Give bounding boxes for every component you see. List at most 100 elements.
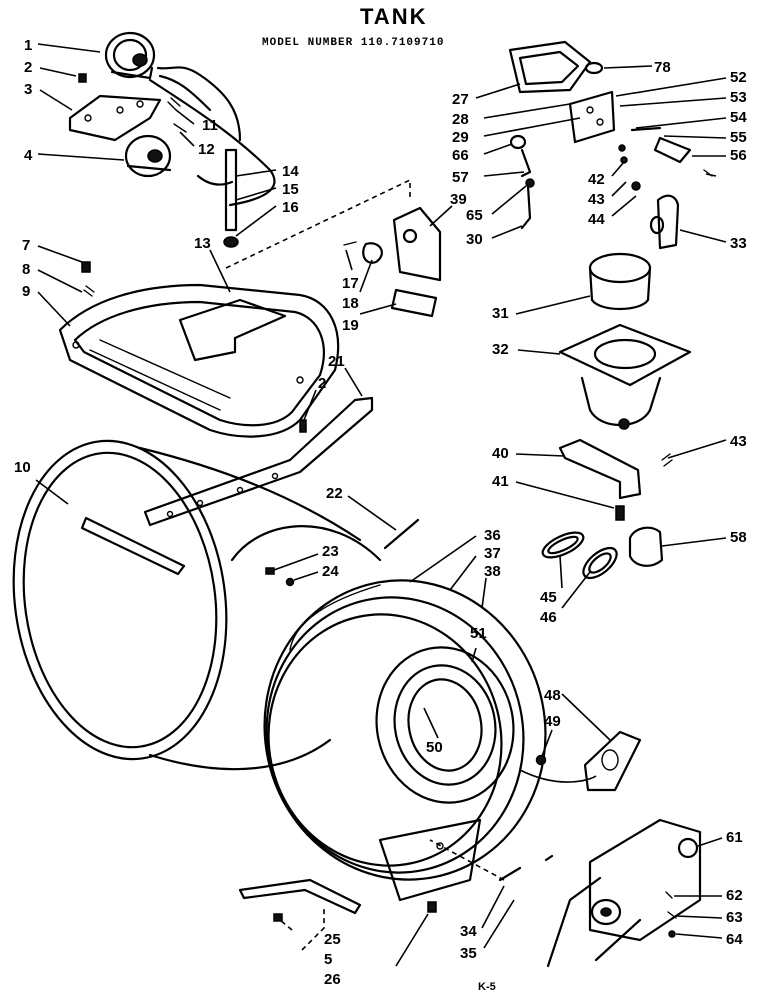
- callout-40: 40: [492, 445, 509, 462]
- diagram-title: TANK: [360, 4, 427, 29]
- callout-16: 16: [282, 199, 299, 216]
- callout-45: 45: [540, 589, 557, 606]
- callout-26: 26: [324, 971, 341, 988]
- callout-62: 62: [726, 887, 743, 904]
- part-nut-49: [535, 754, 547, 766]
- page-footer: K-5: [478, 981, 496, 993]
- part-valve-bracket: [343, 206, 442, 318]
- callout-57: 57: [452, 169, 469, 186]
- part-clip-11: [167, 97, 181, 111]
- part-clip-8: [83, 285, 95, 297]
- callout-2: 2: [24, 59, 32, 76]
- callout-36: 36: [484, 527, 501, 544]
- part-hose: [196, 148, 239, 248]
- callout-28: 28: [452, 111, 469, 128]
- part-gaskets: [541, 531, 618, 580]
- part-screw-26: [427, 901, 437, 913]
- part-screw-5: [273, 913, 283, 922]
- callout-27: 27: [452, 91, 469, 108]
- part-drain-pump: [546, 818, 702, 968]
- callout-10: 10: [14, 459, 31, 476]
- part-nut-23: [265, 567, 275, 575]
- part-washer-24: [285, 577, 295, 587]
- callout-4: 4: [24, 147, 33, 164]
- callout-8: 8: [22, 261, 30, 278]
- part-inner-basket: [263, 579, 547, 902]
- callout-17: 17: [342, 275, 359, 292]
- callout-9: 9: [22, 283, 30, 300]
- callout-65: 65: [466, 207, 483, 224]
- callout-labels: 1 2 3 4 11 12 14 15 16 13 7 8 9 10 17 18…: [14, 37, 747, 988]
- part-screw-2: [78, 73, 87, 83]
- callout-24: 24: [322, 563, 339, 580]
- callout-43b: 43: [730, 433, 747, 450]
- callout-34: 34: [460, 923, 477, 940]
- leader-lines: [35, 43, 727, 967]
- callout-48: 48: [544, 687, 561, 704]
- callout-55: 55: [730, 129, 747, 146]
- callout-53: 53: [730, 89, 747, 106]
- part-mount-bracket: [558, 438, 673, 567]
- callout-11: 11: [202, 117, 218, 134]
- callout-32: 32: [492, 341, 509, 358]
- callout-29: 29: [452, 129, 469, 146]
- callout-23: 23: [322, 543, 339, 560]
- part-tub-cover: [58, 283, 340, 438]
- callout-12: 12: [198, 141, 215, 158]
- callout-31: 31: [492, 305, 509, 322]
- callout-30: 30: [466, 231, 483, 248]
- callout-35: 35: [460, 945, 477, 962]
- part-dispenser-box: [508, 40, 713, 230]
- callout-14: 14: [282, 163, 299, 180]
- callout-54: 54: [730, 109, 747, 126]
- callout-25: 25: [324, 931, 341, 948]
- part-screw-7: [81, 261, 91, 273]
- part-brace-strap: [143, 396, 374, 527]
- callout-22: 22: [326, 485, 343, 502]
- part-bearing-bracket: [583, 730, 642, 792]
- callout-42: 42: [588, 171, 605, 188]
- callout-2b: 2: [318, 375, 326, 392]
- part-bolt-34: [498, 854, 554, 882]
- callout-66: 66: [452, 147, 469, 164]
- callout-1: 1: [24, 37, 32, 54]
- callout-44: 44: [588, 211, 605, 228]
- callout-38: 38: [484, 563, 501, 580]
- callout-33: 33: [730, 235, 747, 252]
- callout-5: 5: [324, 951, 332, 968]
- callout-41: 41: [492, 473, 509, 490]
- part-rod-22: [383, 518, 420, 550]
- callout-46: 46: [540, 609, 557, 626]
- callout-19: 19: [342, 317, 359, 334]
- callout-13: 13: [194, 235, 211, 252]
- callout-52: 52: [730, 69, 747, 86]
- callout-18: 18: [342, 295, 359, 312]
- callout-49: 49: [544, 713, 561, 730]
- part-outer-tub: [12, 439, 382, 771]
- part-fill-hose: [649, 194, 680, 250]
- callout-37: 37: [484, 545, 501, 562]
- callout-63: 63: [726, 909, 743, 926]
- callout-43: 43: [588, 191, 605, 208]
- model-number: MODEL NUMBER 110.7109710: [262, 37, 444, 49]
- part-fill-funnel: [558, 252, 692, 430]
- callout-78: 78: [654, 59, 671, 76]
- callout-64: 64: [726, 931, 743, 948]
- callout-58: 58: [730, 529, 747, 546]
- part-bracket: [68, 94, 162, 142]
- part-screw-2b: [299, 419, 307, 433]
- part-motor-pulley: [124, 134, 172, 178]
- callout-39: 39: [450, 191, 467, 208]
- callout-3: 3: [24, 81, 32, 98]
- callout-50: 50: [426, 739, 443, 756]
- part-washer-12: [173, 123, 187, 133]
- callout-56: 56: [730, 147, 747, 164]
- callout-51: 51: [470, 625, 487, 642]
- callout-15: 15: [282, 181, 299, 198]
- callout-61: 61: [726, 829, 743, 846]
- callout-7: 7: [22, 237, 30, 254]
- callout-21: 21: [328, 353, 345, 370]
- part-support-bar: [238, 878, 362, 915]
